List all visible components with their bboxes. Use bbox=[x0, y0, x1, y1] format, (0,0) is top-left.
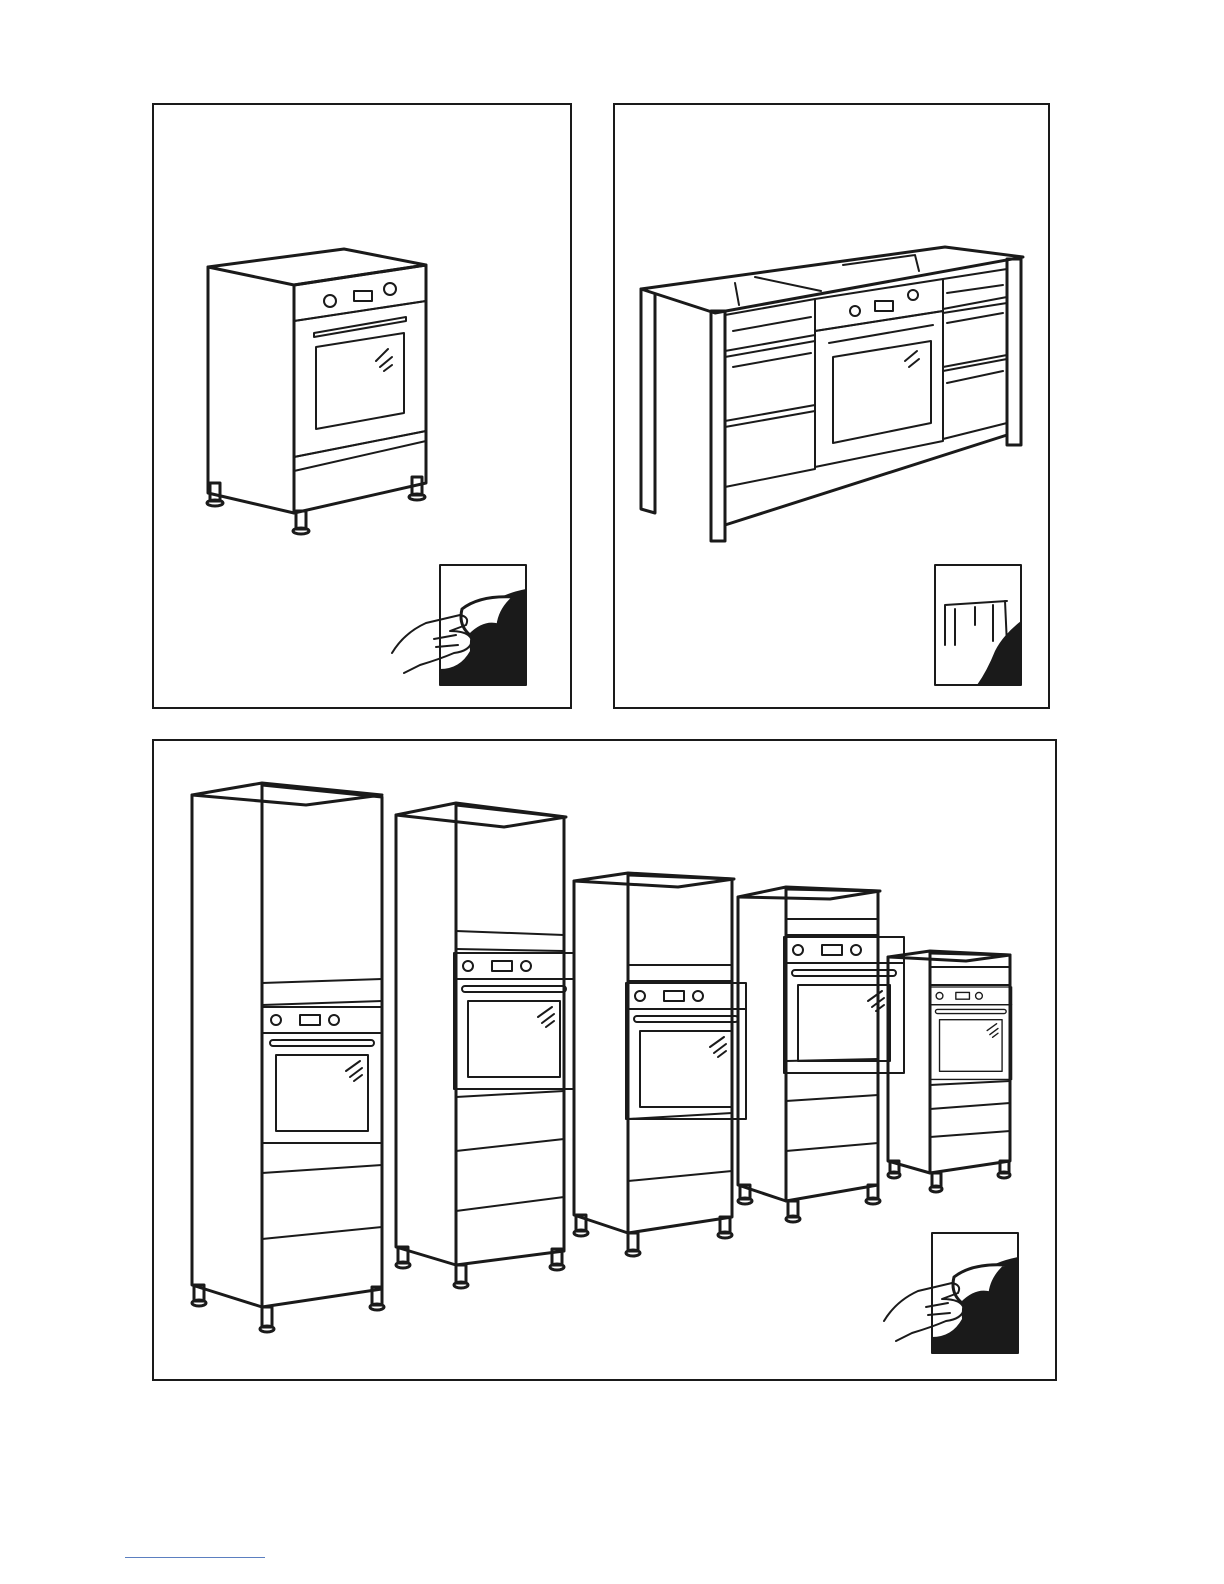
peel-sticker-icon bbox=[154, 105, 570, 707]
peel-sticker-icon bbox=[154, 741, 1055, 1379]
panel-kitchen-island bbox=[613, 103, 1050, 709]
footer-rule bbox=[125, 1557, 265, 1558]
panel-tall-cabinets bbox=[152, 739, 1057, 1381]
peel-sticker-thumbnail-icon bbox=[615, 105, 1048, 707]
panel-base-cabinet bbox=[152, 103, 572, 709]
